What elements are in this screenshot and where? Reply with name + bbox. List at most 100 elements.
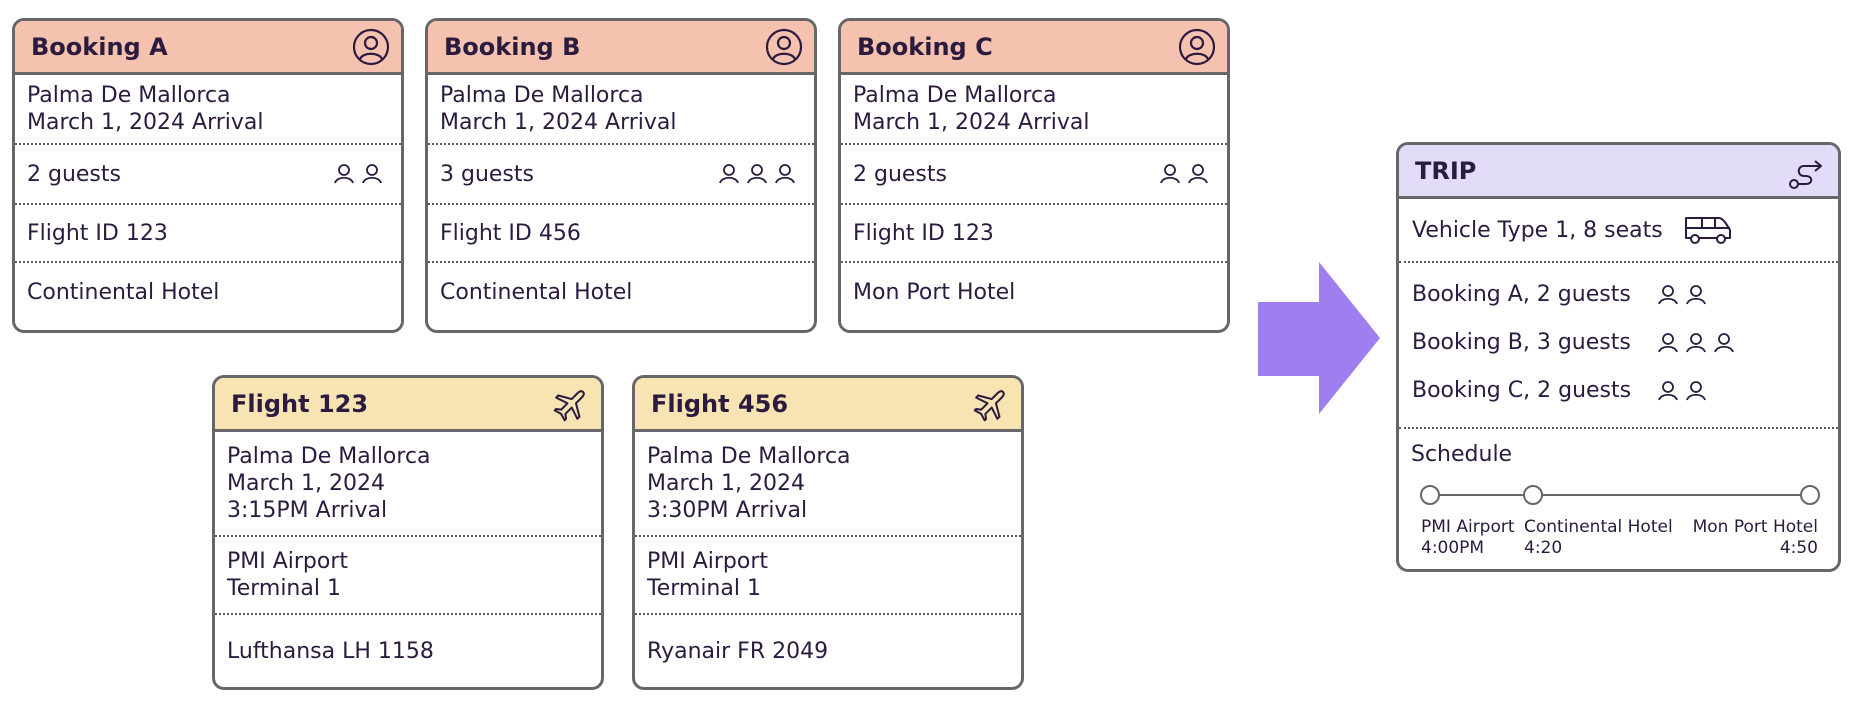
guest-icons [718,163,796,185]
booking-guests: 2 guests [853,161,947,187]
flight-airline-section: Ryanair FR 2049 [635,615,1021,687]
person-icon [747,164,767,184]
person-icon [1686,333,1706,353]
person-icon [1188,164,1208,184]
booking-location: Palma De Mallorca [853,83,1057,108]
trip-booking-label: Booking C, 2 guests [1412,378,1632,403]
trip-card: TRIP Vehicle Type 1, 8 seats Booking A, … [1396,142,1841,572]
flight-card-123: Flight 123 Palma De Mallorca March 1, 20… [212,375,604,690]
person-icon [719,164,739,184]
guest-icons [1657,332,1735,354]
person-icon [1686,285,1706,305]
booking-guests-section: 2 guests [15,145,401,205]
flight-airline-section: Lufthansa LH 1158 [215,615,601,687]
booking-arrival: March 1, 2024 Arrival [853,110,1090,135]
person-icon [362,164,382,184]
van-icon [1685,217,1731,244]
schedule-stop: Mon Port Hotel 4:50 [1693,517,1818,559]
flight-airline: Ryanair FR 2049 [647,638,829,664]
stop-time: 4:50 [1779,538,1818,558]
user-circle-icon [765,28,803,66]
booking-hotel: Mon Port Hotel [853,279,1016,305]
user-circle-icon [1178,28,1216,66]
flight-location: Palma De Mallorca [647,444,851,469]
booking-flight-id: Flight ID 123 [853,220,994,246]
guest-icons [333,163,383,185]
booking-location: Palma De Mallorca [27,83,231,108]
booking-card-header: Booking C [841,21,1227,75]
booking-hotel: Continental Hotel [440,279,633,305]
trip-card-header: TRIP [1399,145,1838,199]
booking-title: Booking C [857,32,993,61]
guest-icons [1159,163,1209,185]
flight-airport: PMI Airport [647,549,769,574]
person-icon [1686,381,1706,401]
airplane-icon [553,390,585,422]
flight-date: March 1, 2024 [647,471,806,496]
schedule-stop: Continental Hotel 4:20 [1524,517,1673,559]
flight-arrival-section: Palma De Mallorca March 1, 2024 3:15PM A… [215,432,601,537]
booking-arrival-section: Palma De Mallorca March 1, 2024 Arrival [15,75,401,145]
stop-name: Mon Port Hotel [1692,517,1818,537]
booking-guests: 2 guests [27,161,121,187]
person-icon [775,164,795,184]
flight-card-456: Flight 456 Palma De Mallorca March 1, 20… [632,375,1024,690]
booking-card-header: Booking B [428,21,814,75]
trip-vehicle: Vehicle Type 1, 8 seats [1412,217,1663,243]
schedule-stop-marker [1800,485,1820,505]
person-icon [1160,164,1180,184]
schedule-timeline [1420,485,1820,505]
schedule-stop-marker [1523,485,1543,505]
flight-location: Palma De Mallorca [227,444,431,469]
booking-card-a: Booking A Palma De Mallorca March 1, 202… [12,18,404,333]
booking-card-b: Booking B Palma De Mallorca March 1, 202… [425,18,817,333]
guest-icons [1657,284,1707,306]
booking-hotel-section: Continental Hotel [428,263,814,321]
booking-flight-section: Flight ID 456 [428,205,814,263]
booking-card-c: Booking C Palma De Mallorca March 1, 202… [838,18,1230,333]
booking-flight-section: Flight ID 123 [841,205,1227,263]
trip-vehicle-section: Vehicle Type 1, 8 seats [1399,199,1838,263]
booking-hotel-section: Continental Hotel [15,263,401,321]
booking-title: Booking A [31,32,168,61]
booking-guests-section: 3 guests [428,145,814,205]
trip-booking-label: Booking B, 3 guests [1412,330,1631,355]
guest-icons [1657,380,1707,402]
flight-date: March 1, 2024 [227,471,386,496]
flight-time: 3:30PM Arrival [647,498,808,523]
flight-card-header: Flight 456 [635,378,1021,432]
person-icon [1658,285,1678,305]
stop-name: PMI Airport [1421,517,1515,537]
flight-card-header: Flight 123 [215,378,601,432]
flight-title: Flight 123 [231,389,369,418]
stop-name: Continental Hotel [1524,517,1673,537]
flight-airport: PMI Airport [227,549,349,574]
person-icon [1658,333,1678,353]
booking-card-header: Booking A [15,21,401,75]
booking-flight-section: Flight ID 123 [15,205,401,263]
trip-booking-row: Booking A, 2 guests [1399,271,1838,319]
booking-guests-section: 2 guests [841,145,1227,205]
person-icon [1714,333,1734,353]
trip-booking-label: Booking A, 2 guests [1412,282,1631,307]
schedule-stop: PMI Airport 4:00PM [1421,517,1515,559]
booking-guests: 3 guests [440,161,534,187]
flight-airport-section: PMI Airport Terminal 1 [215,537,601,615]
booking-title: Booking B [444,32,581,61]
schedule-label: Schedule [1411,442,1513,467]
person-icon [334,164,354,184]
right-arrow-icon [1258,262,1380,414]
stop-time: 4:20 [1524,538,1563,558]
flight-time: 3:15PM Arrival [227,498,388,523]
booking-flight-id: Flight ID 123 [27,220,168,246]
booking-hotel: Continental Hotel [27,279,220,305]
flight-airline: Lufthansa LH 1158 [227,638,434,664]
route-icon [1789,160,1822,189]
booking-arrival: March 1, 2024 Arrival [27,110,264,135]
trip-booking-row: Booking C, 2 guests [1399,367,1838,415]
trip-booking-row: Booking B, 3 guests [1399,319,1838,367]
trip-bookings-section: Booking A, 2 guests Booking B, 3 guests … [1399,263,1838,429]
flight-terminal: Terminal 1 [227,576,341,601]
stop-time: 4:00PM [1421,538,1485,558]
booking-flight-id: Flight ID 456 [440,220,581,246]
